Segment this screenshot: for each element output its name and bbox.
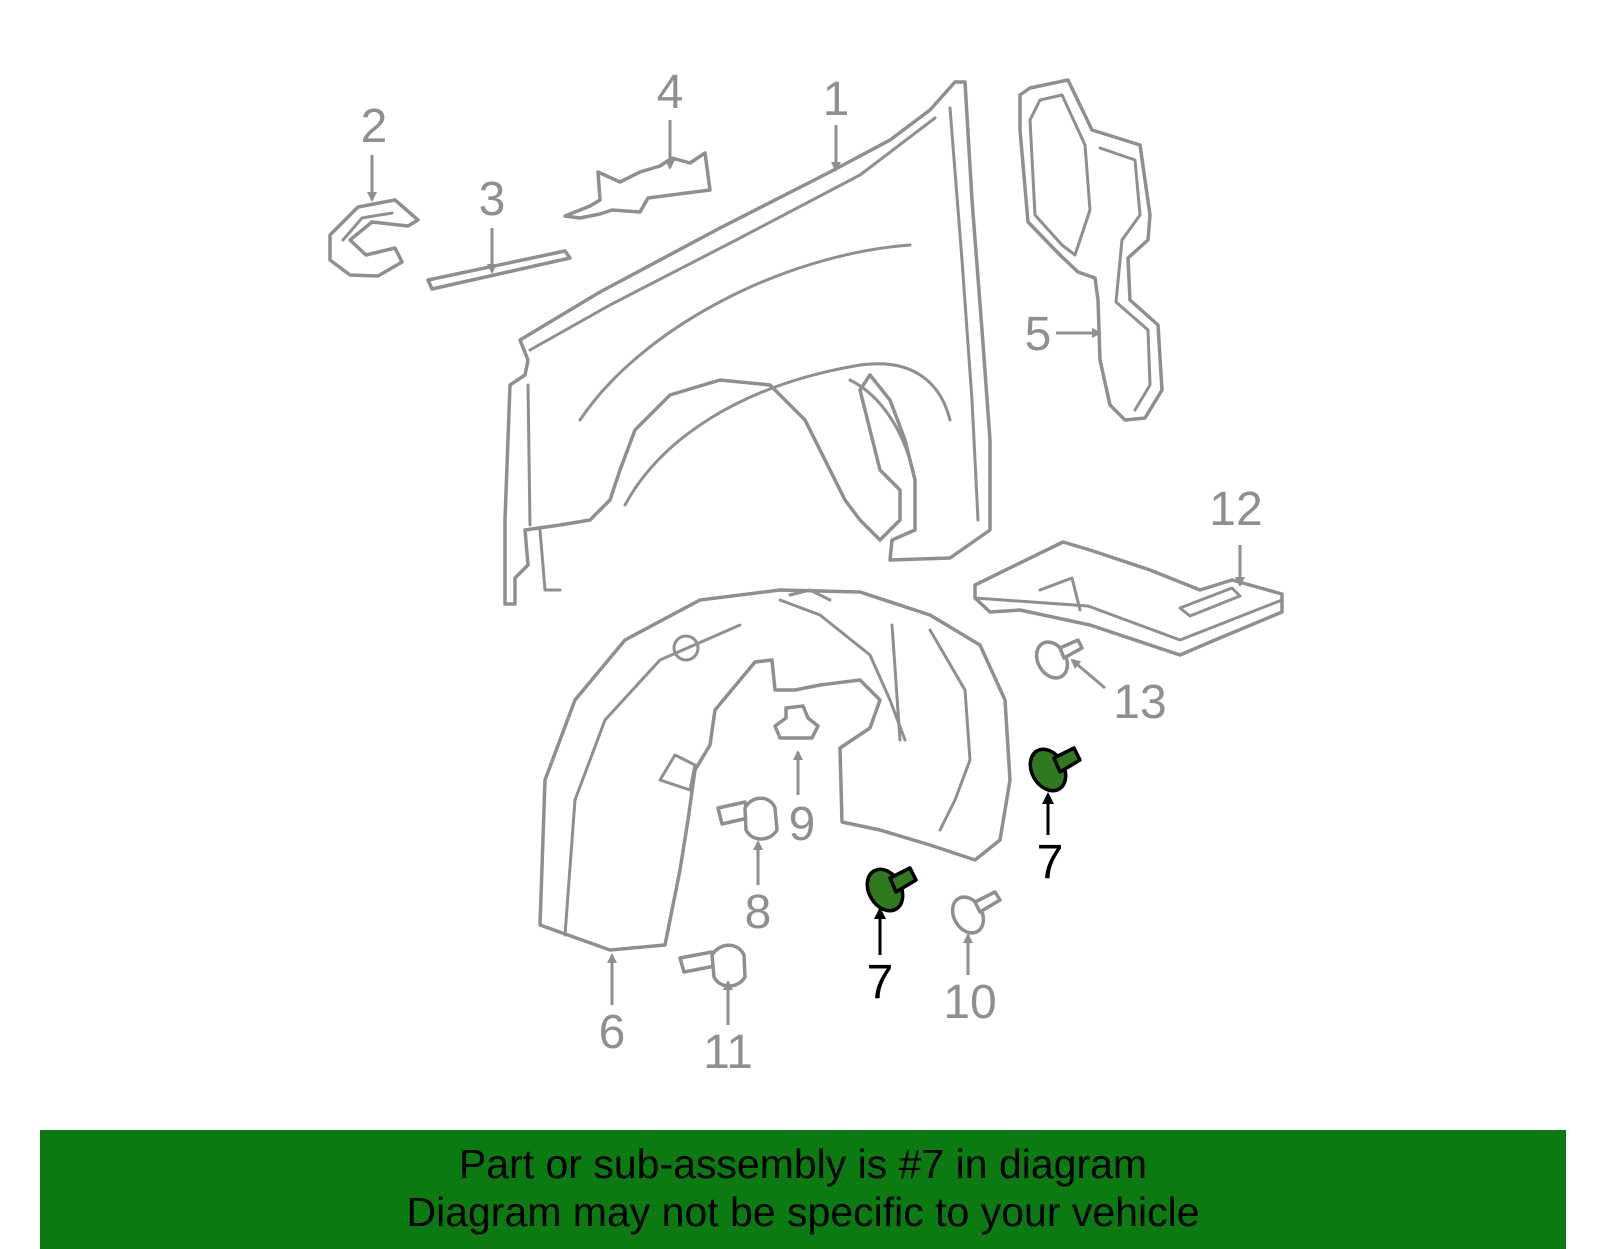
callout-2: 2 bbox=[361, 100, 388, 153]
callout-6: 6 bbox=[599, 1006, 626, 1059]
pin-part-7-lower[interactable] bbox=[860, 863, 918, 917]
callout-1: 1 bbox=[823, 73, 850, 126]
strip-part-3[interactable] bbox=[426, 249, 572, 291]
callout-10: 10 bbox=[943, 976, 996, 1029]
clip-part-2[interactable] bbox=[328, 198, 420, 278]
callout-9: 9 bbox=[789, 798, 816, 851]
callout-11: 11 bbox=[703, 1026, 753, 1079]
clip-part-9[interactable] bbox=[773, 704, 820, 740]
callout-7-upper: 7 bbox=[1037, 836, 1064, 889]
shield-part-12[interactable] bbox=[973, 540, 1284, 657]
callout-7-lower: 7 bbox=[867, 956, 894, 1009]
leader-arrows bbox=[367, 120, 1245, 1025]
callout-13: 13 bbox=[1113, 676, 1166, 729]
footer-line-disclaimer: Diagram may not be specific to your vehi… bbox=[406, 1189, 1200, 1235]
callout-5: 5 bbox=[1025, 308, 1052, 361]
callout-12: 12 bbox=[1209, 483, 1262, 536]
footer-banner: Part or sub-assembly is #7 in diagram Di… bbox=[40, 1130, 1566, 1249]
callout-4: 4 bbox=[657, 66, 684, 119]
liner-part-6[interactable] bbox=[538, 588, 1012, 952]
parts-diagram: 1 2 3 4 5 6 7 7 8 9 10 11 12 13 bbox=[328, 66, 1284, 1079]
bolt-part-8[interactable] bbox=[716, 796, 779, 841]
fender-part-1[interactable] bbox=[503, 80, 992, 606]
pin-part-10[interactable] bbox=[946, 890, 1002, 939]
bracket-part-4[interactable] bbox=[563, 151, 712, 220]
callout-3: 3 bbox=[479, 173, 506, 226]
callout-8: 8 bbox=[745, 886, 772, 939]
bolt-part-11[interactable] bbox=[678, 943, 747, 988]
seal-part-5[interactable] bbox=[1018, 78, 1164, 422]
footer-line-part-number: Part or sub-assembly is #7 in diagram bbox=[458, 1141, 1148, 1187]
pin-part-13[interactable] bbox=[1030, 637, 1084, 684]
pin-part-7-upper[interactable] bbox=[1023, 743, 1082, 797]
